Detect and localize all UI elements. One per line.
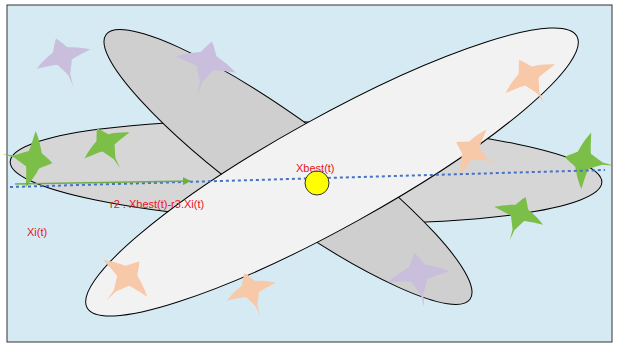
search-ellipse xyxy=(60,0,603,347)
math-label: Xi(t) xyxy=(27,222,47,240)
math-label-text: Xbest(t) xyxy=(296,162,335,174)
math-label-text: Xi(t) xyxy=(27,226,47,238)
movement-arrow xyxy=(15,181,190,184)
math-label: Xbest(t) xyxy=(296,158,335,176)
manta-rays xyxy=(0,29,619,325)
best-position xyxy=(305,171,329,195)
math-label-text: r2 . Xbest(t)-r3.Xi(t) xyxy=(110,198,204,210)
math-label: r2 . Xbest(t)-r3.Xi(t) xyxy=(110,194,204,212)
